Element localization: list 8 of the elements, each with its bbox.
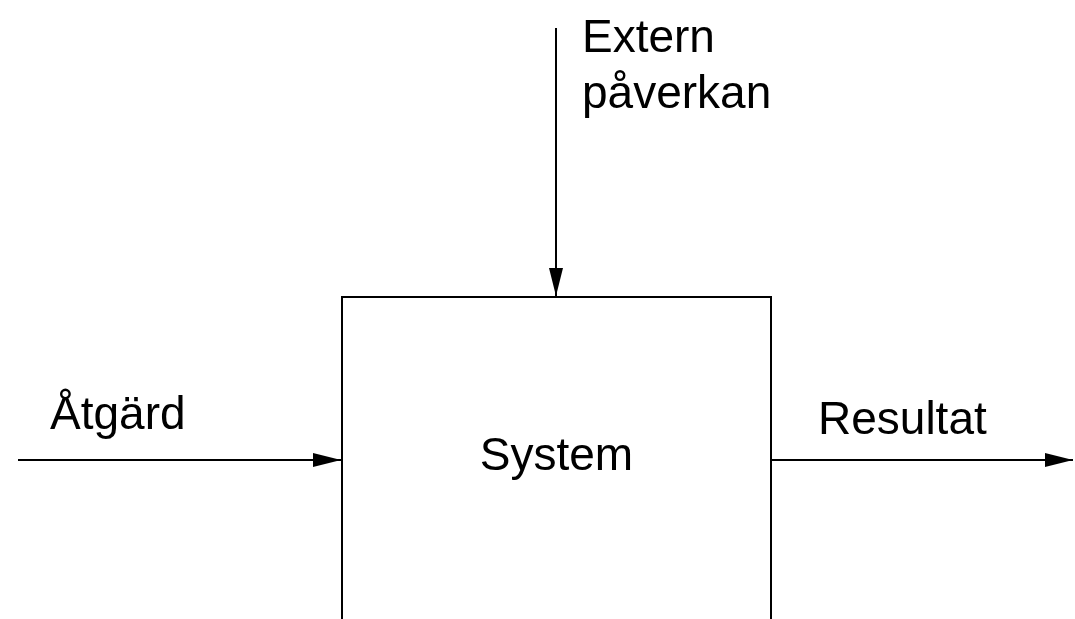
system-box: [341, 296, 772, 619]
flow-label: Extern påverkan: [582, 8, 842, 120]
box-label: System: [479, 427, 634, 482]
flow-label: Resultat: [818, 390, 1058, 446]
arrow: [17, 453, 342, 467]
arrow: [771, 453, 1074, 467]
flow-label: Åtgärd: [50, 385, 250, 441]
arrow: [549, 27, 563, 297]
